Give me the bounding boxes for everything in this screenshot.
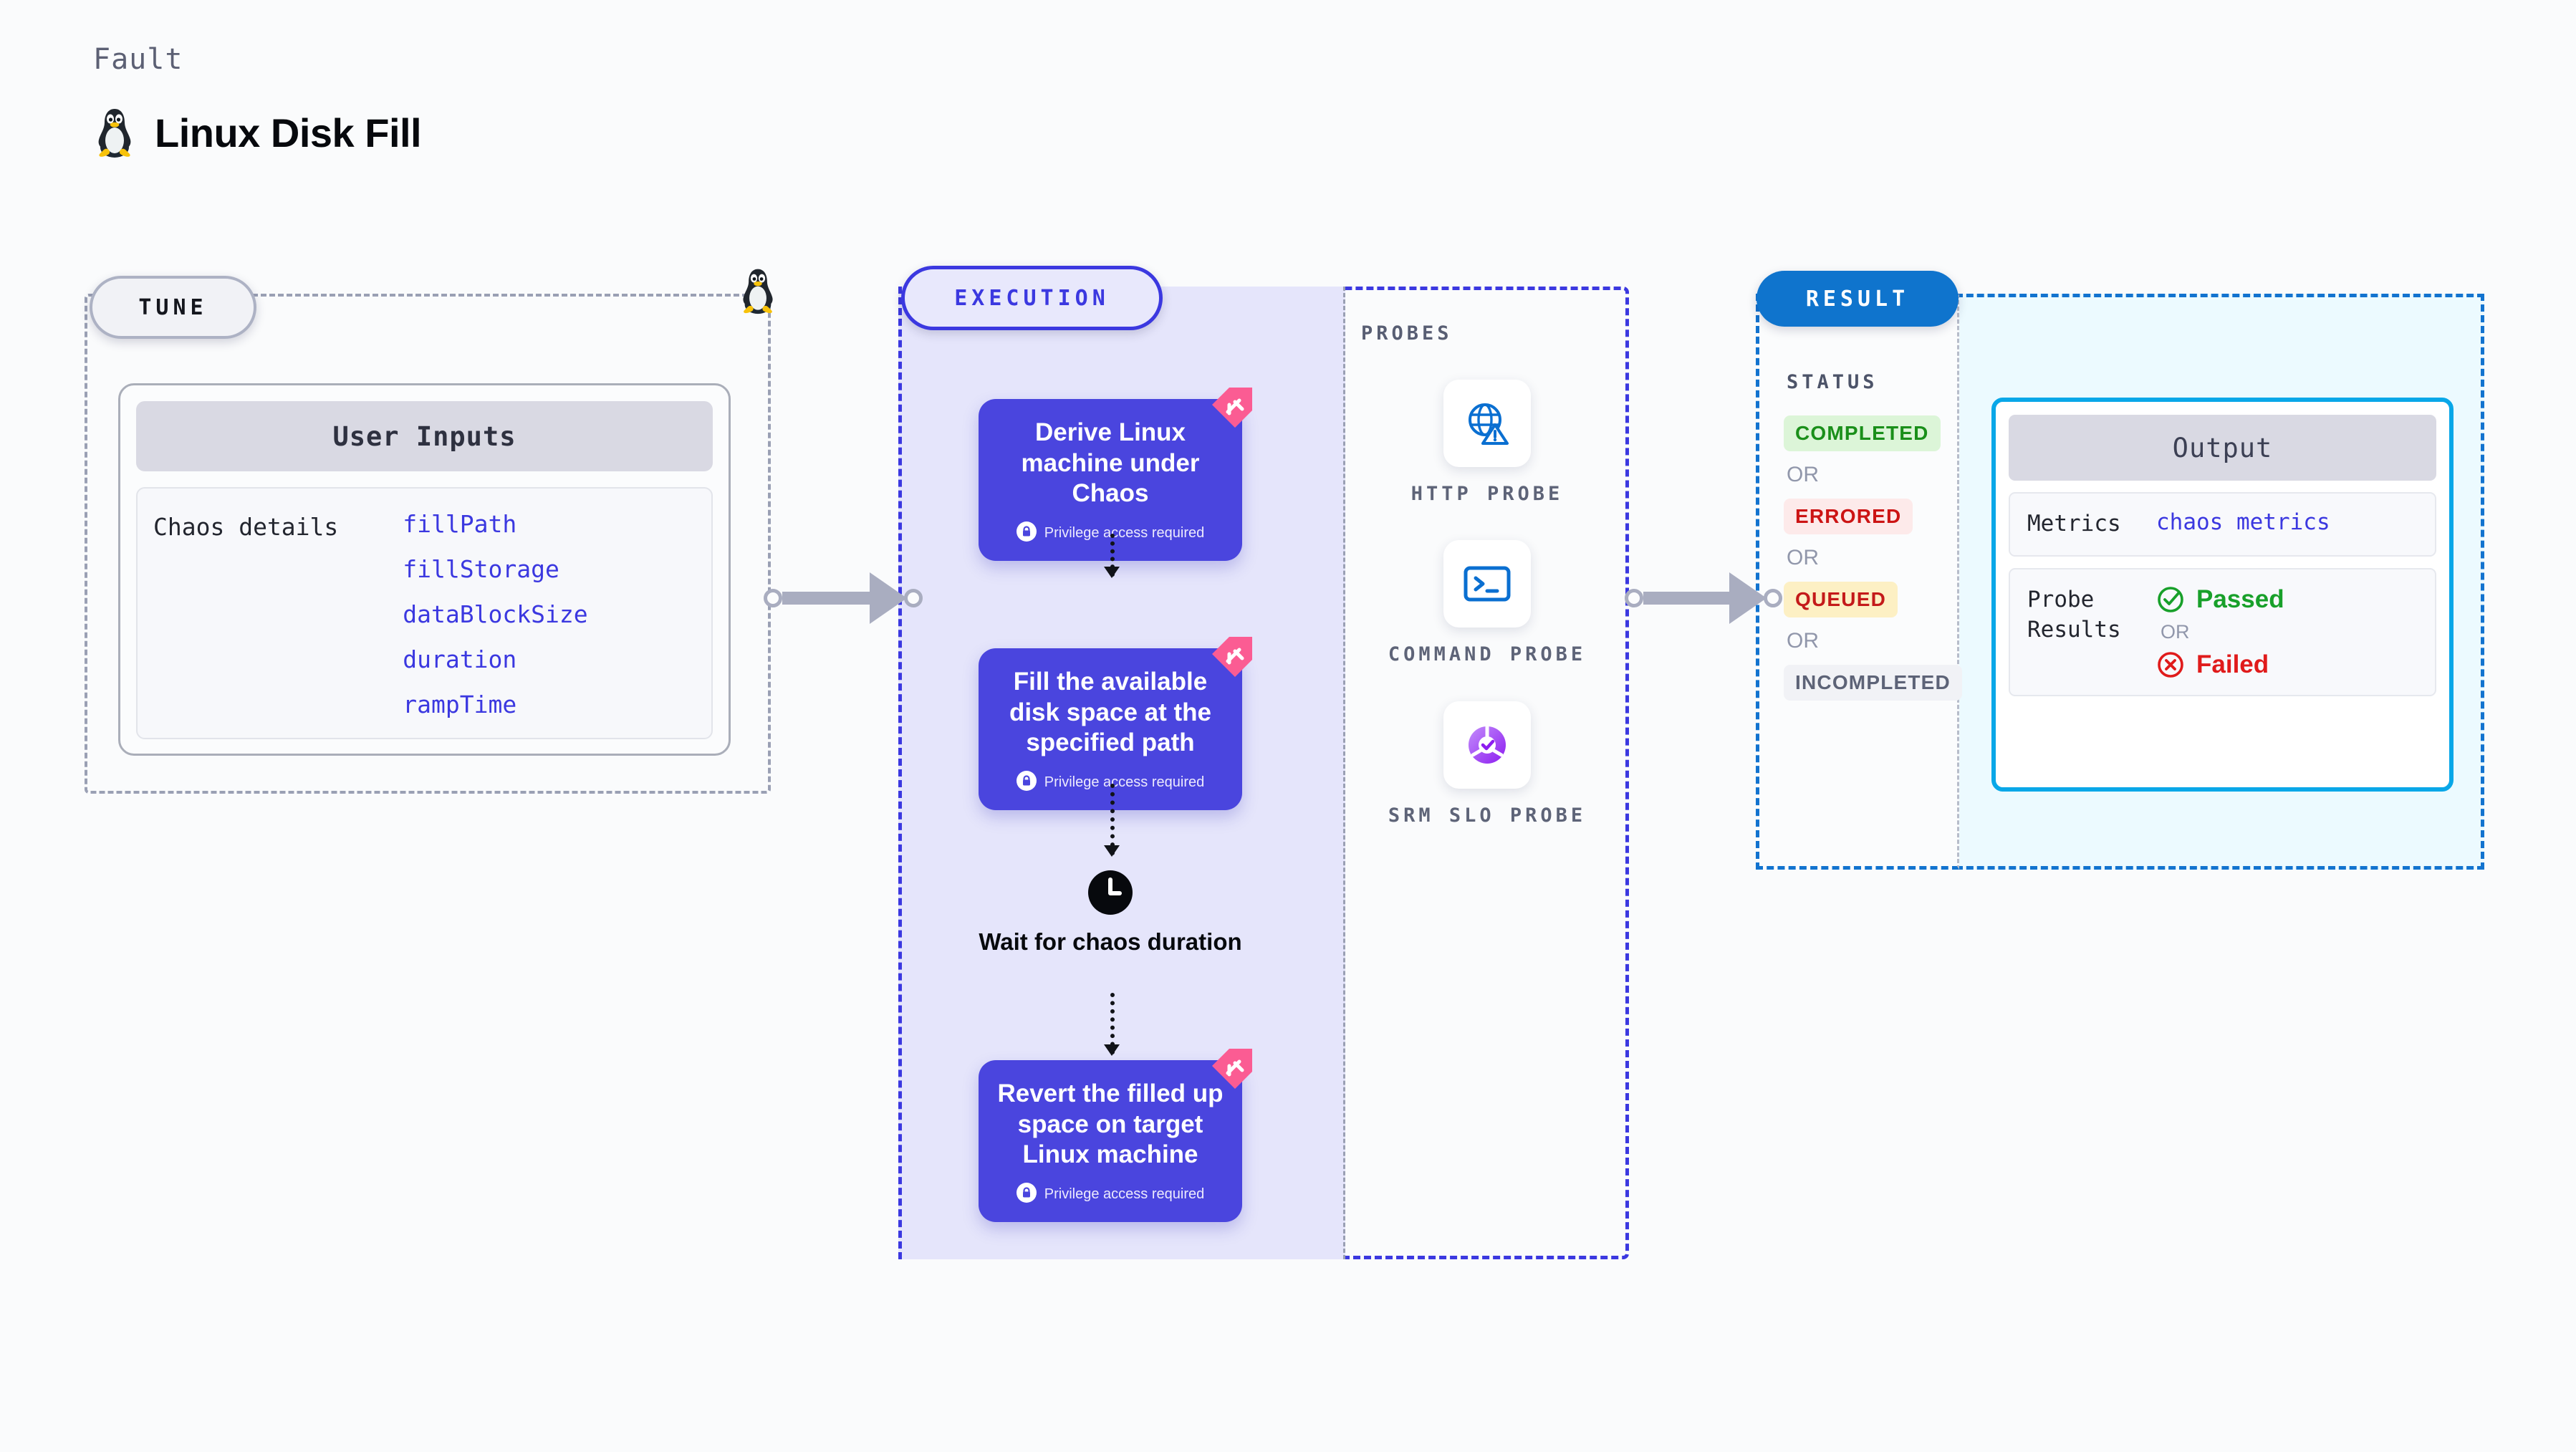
probe-results-values: Passed OR Failed (2156, 585, 2284, 679)
step-title: Fill the available disk space at the spe… (1009, 668, 1212, 757)
passed-label: Passed (2196, 585, 2284, 613)
probe-result-passed: Passed (2156, 585, 2284, 614)
probe-result-or: OR (2161, 620, 2190, 643)
probe-item-srm-slo[interactable]: SRM SLO PROBE (1345, 701, 1629, 829)
output-card: Output Metrics chaos metrics Probe Resul… (1991, 398, 2454, 792)
fault-title-row: Linux Disk Fill (93, 106, 422, 159)
status-badge-incompleted: INCOMPLETED (1784, 665, 1962, 701)
connector-bar (782, 592, 870, 605)
chaos-field-fillPath[interactable]: fillPath (403, 510, 517, 538)
chaos-details-label: Chaos details (153, 513, 339, 541)
status-or-1: OR (1787, 463, 1819, 486)
probe-results-key: Probe Results (2027, 586, 2121, 643)
clock-icon (979, 870, 1242, 918)
probe-tile (1443, 380, 1531, 467)
connector-arrowhead (870, 572, 907, 624)
slo-donut-check-icon (1469, 724, 1506, 764)
status-badge-errored: ERRORED (1784, 499, 1913, 534)
probe-label: COMMAND PROBE (1388, 643, 1587, 666)
probe-label: HTTP PROBE (1410, 483, 1564, 505)
probe-item-http[interactable]: HTTP PROBE (1345, 380, 1629, 507)
connector-end-dot (1764, 589, 1782, 607)
connector-tune-to-execution (764, 572, 923, 624)
linux-tux-icon (93, 106, 136, 159)
metrics-key: Metrics (2027, 511, 2121, 537)
probes-list: HTTP PROBE COMMAND PROBE (1345, 380, 1629, 862)
chaos-field-dataBlockSize[interactable]: dataBlockSize (403, 600, 588, 628)
privilege-row: Privilege access required (1016, 771, 1205, 794)
probes-section-label: PROBES (1361, 322, 1453, 345)
page-header: Fault Linux Disk Fill (93, 43, 422, 159)
privilege-text: Privilege access required (1044, 774, 1205, 791)
status-badge-queued: QUEUED (1784, 582, 1898, 617)
output-metrics-row: Metrics chaos metrics (2009, 492, 2436, 557)
status-label: STATUS (1787, 371, 1878, 393)
probe-item-command[interactable]: COMMAND PROBE (1345, 540, 1629, 668)
output-probe-results-row: Probe Results Passed OR Failed (2009, 567, 2436, 696)
execution-step-card[interactable]: Fill the available disk space at the spe… (979, 637, 1252, 811)
fault-kicker: Fault (93, 43, 183, 76)
execution-step-card[interactable]: Revert the filled up space on target Lin… (979, 1049, 1252, 1223)
chaos-ribbon-icon (1212, 637, 1252, 677)
lock-icon (1016, 1183, 1037, 1206)
arrowhead-down-icon (1104, 845, 1120, 857)
step-arrow (1104, 784, 1120, 857)
step-title: Revert the filled up space on target Lin… (997, 1080, 1224, 1169)
dotted-line (1110, 993, 1115, 1054)
probe-label: SRM SLO PROBE (1388, 804, 1587, 827)
page-title: Linux Disk Fill (155, 110, 422, 155)
chaos-field-fillStorage[interactable]: fillStorage (403, 555, 559, 583)
wait-step: Wait for chaos duration (979, 870, 1242, 956)
arrowhead-down-icon (1104, 567, 1120, 578)
lock-icon (1016, 521, 1037, 545)
terminal-icon (1464, 566, 1511, 602)
privilege-row: Privilege access required (1016, 521, 1205, 545)
step-arrow (1104, 993, 1120, 1056)
output-title: Output (2009, 415, 2436, 481)
connector-end-dot (904, 589, 923, 607)
dotted-line (1110, 534, 1115, 577)
failed-label: Failed (2196, 650, 2269, 678)
privilege-row: Privilege access required (1016, 1183, 1205, 1206)
wait-step-label: Wait for chaos duration (979, 928, 1242, 955)
chaos-ribbon-icon (1212, 1049, 1252, 1089)
dotted-line (1110, 784, 1115, 855)
chaos-field-list: fillPath fillStorage dataBlockSize durat… (403, 510, 587, 738)
connector-start-dot (764, 589, 782, 607)
privilege-text: Privilege access required (1044, 525, 1205, 542)
chaos-field-rampTime[interactable]: rampTime (403, 691, 517, 718)
check-circle-icon (2158, 587, 2183, 612)
user-inputs-body: Chaos details fillPath fillStorage dataB… (136, 487, 713, 739)
user-inputs-title: User Inputs (136, 401, 713, 471)
result-badge[interactable]: RESULT (1756, 271, 1959, 327)
step-arrow (1104, 534, 1120, 578)
execution-badge[interactable]: EXECUTION (901, 266, 1163, 330)
x-circle-icon (2158, 652, 2183, 678)
connector-execution-to-result (1625, 572, 1782, 624)
tune-region (85, 294, 771, 794)
chaos-ribbon-icon (1212, 388, 1252, 428)
tune-linux-tux-icon (738, 266, 778, 319)
status-list: COMPLETED OR ERRORED OR QUEUED OR INCOMP… (1784, 415, 1962, 701)
globe-warning-icon (1469, 403, 1509, 445)
step-title: Derive Linux machine under Chaos (1021, 418, 1200, 508)
privilege-text: Privilege access required (1044, 1186, 1205, 1203)
connector-start-dot (1625, 589, 1643, 607)
metrics-value-link[interactable]: chaos metrics (2156, 509, 2330, 535)
chaos-field-duration[interactable]: duration (403, 645, 517, 673)
connector-arrowhead (1729, 572, 1767, 624)
tune-badge[interactable]: TUNE (90, 276, 256, 339)
probe-tile (1443, 540, 1531, 628)
probe-tile (1443, 701, 1531, 789)
arrowhead-down-icon (1104, 1044, 1120, 1056)
probe-result-failed: Failed (2156, 650, 2284, 679)
connector-bar (1643, 592, 1729, 605)
user-inputs-card: User Inputs Chaos details fillPath fillS… (118, 383, 731, 756)
lock-icon (1016, 771, 1037, 794)
status-badge-completed: COMPLETED (1784, 415, 1941, 451)
status-or-2: OR (1787, 546, 1819, 569)
status-or-3: OR (1787, 629, 1819, 653)
